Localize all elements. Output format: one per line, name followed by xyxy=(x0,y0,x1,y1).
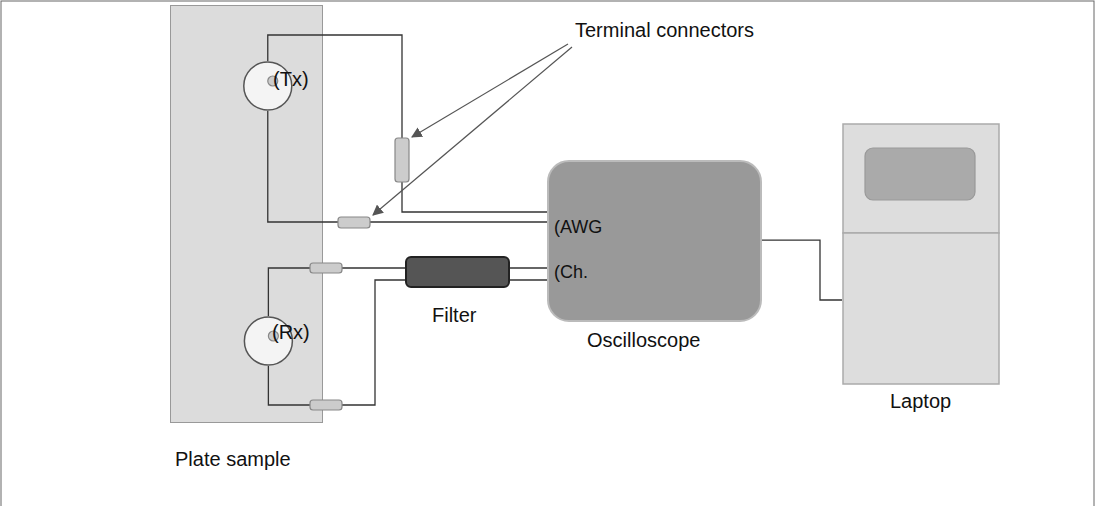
signal-wire xyxy=(762,240,842,300)
transmitter-circle: (Tx) xyxy=(219,61,317,111)
terminal-connector xyxy=(395,138,409,182)
node-label: (Rx) xyxy=(272,320,310,344)
node-label: Oscilloscope xyxy=(587,328,700,352)
node-label: (Tx) xyxy=(273,67,309,91)
laptop-monitor xyxy=(843,124,999,233)
laptop-base xyxy=(843,233,999,384)
signal-wire xyxy=(510,279,547,280)
signal-wire xyxy=(510,267,547,268)
node-label: Filter xyxy=(432,303,476,327)
leader-arrow xyxy=(373,47,572,215)
node-label: Laptop xyxy=(890,389,951,413)
laptop-screen xyxy=(865,148,975,200)
terminal-connector xyxy=(310,400,342,410)
laptop-outline xyxy=(842,123,1000,385)
leader-arrow xyxy=(412,44,568,137)
callout-label: Terminal connectors xyxy=(575,18,754,42)
receiver-circle: (Rx) xyxy=(219,316,318,366)
port-label: (AWG xyxy=(554,217,602,239)
terminal-connector xyxy=(310,263,342,273)
filter-box: Filter xyxy=(405,256,510,288)
oscilloscope-box: (AWG(Ch.Oscilloscope xyxy=(547,160,762,322)
plate-sample: Plate sample(Tx)(Rx) xyxy=(170,5,323,423)
node-label: Plate sample xyxy=(175,447,291,471)
laptop-icon: Laptop xyxy=(842,123,1000,385)
port-label: (Ch. xyxy=(554,262,588,284)
terminal-connector xyxy=(338,217,370,228)
